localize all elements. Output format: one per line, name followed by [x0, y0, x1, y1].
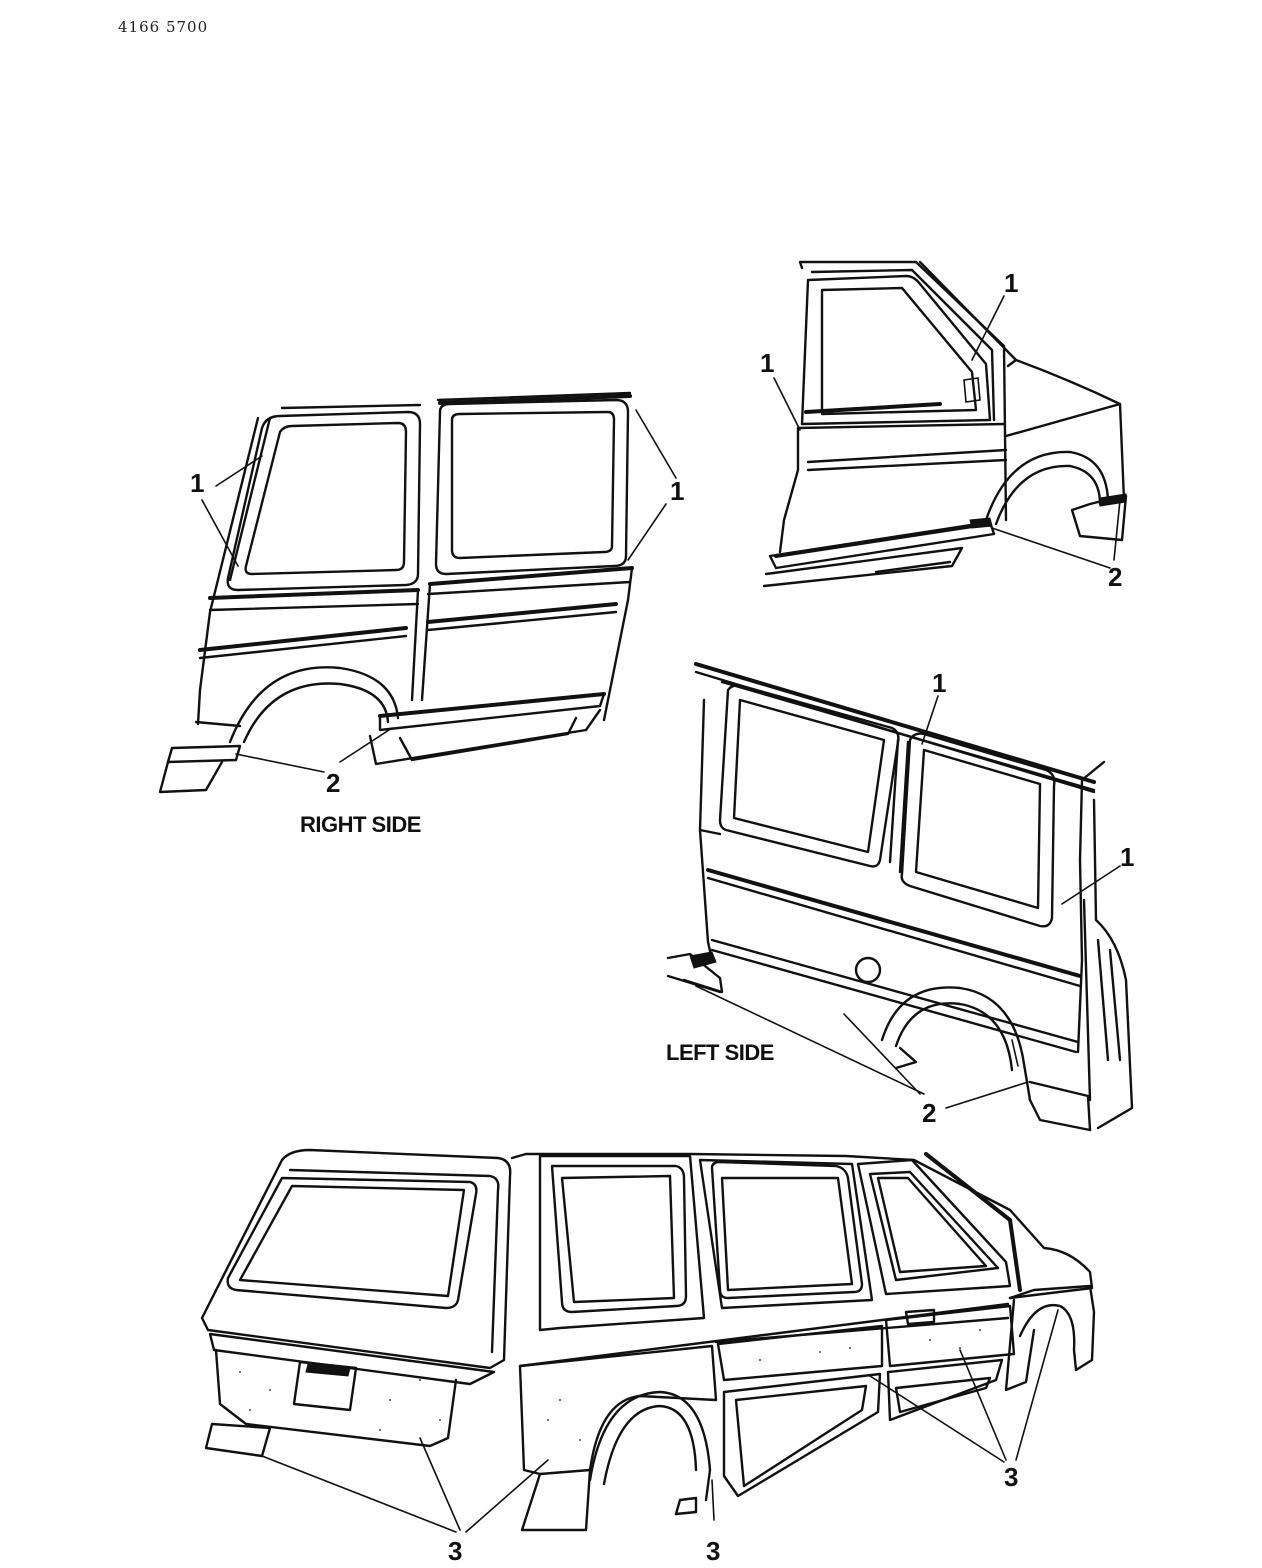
callout-1-left-roof: 1	[932, 668, 946, 698]
callout-1-front-door: 1	[760, 348, 774, 378]
callout-2-right: 2	[326, 768, 340, 798]
callout-3-doors: 3	[1004, 1462, 1018, 1492]
full-vehicle-view: 3 3 3	[200, 1148, 1096, 1566]
applique-texture	[239, 1329, 981, 1441]
callout-3-quarter: 3	[706, 1536, 720, 1566]
right-side-view: 1 1 2 RIGHT SIDE	[158, 391, 684, 837]
callout-2-left: 2	[922, 1098, 936, 1128]
right-side-label: RIGHT SIDE	[300, 812, 421, 837]
callout-2-front: 2	[1108, 562, 1122, 592]
callout-1-right-rear: 1	[190, 468, 204, 498]
callout-1-right-door: 1	[670, 476, 684, 506]
callout-1-front-pillar: 1	[1004, 268, 1018, 298]
callout-3-rear: 3	[448, 1536, 462, 1566]
front-door-view: 1 1 2	[760, 260, 1128, 592]
callout-1-left-pillar: 1	[1120, 842, 1134, 872]
left-side-label: LEFT SIDE	[666, 1040, 774, 1065]
left-side-view: 1 1 2 LEFT SIDE	[666, 662, 1134, 1132]
document-code: 4166 5700	[118, 18, 209, 36]
